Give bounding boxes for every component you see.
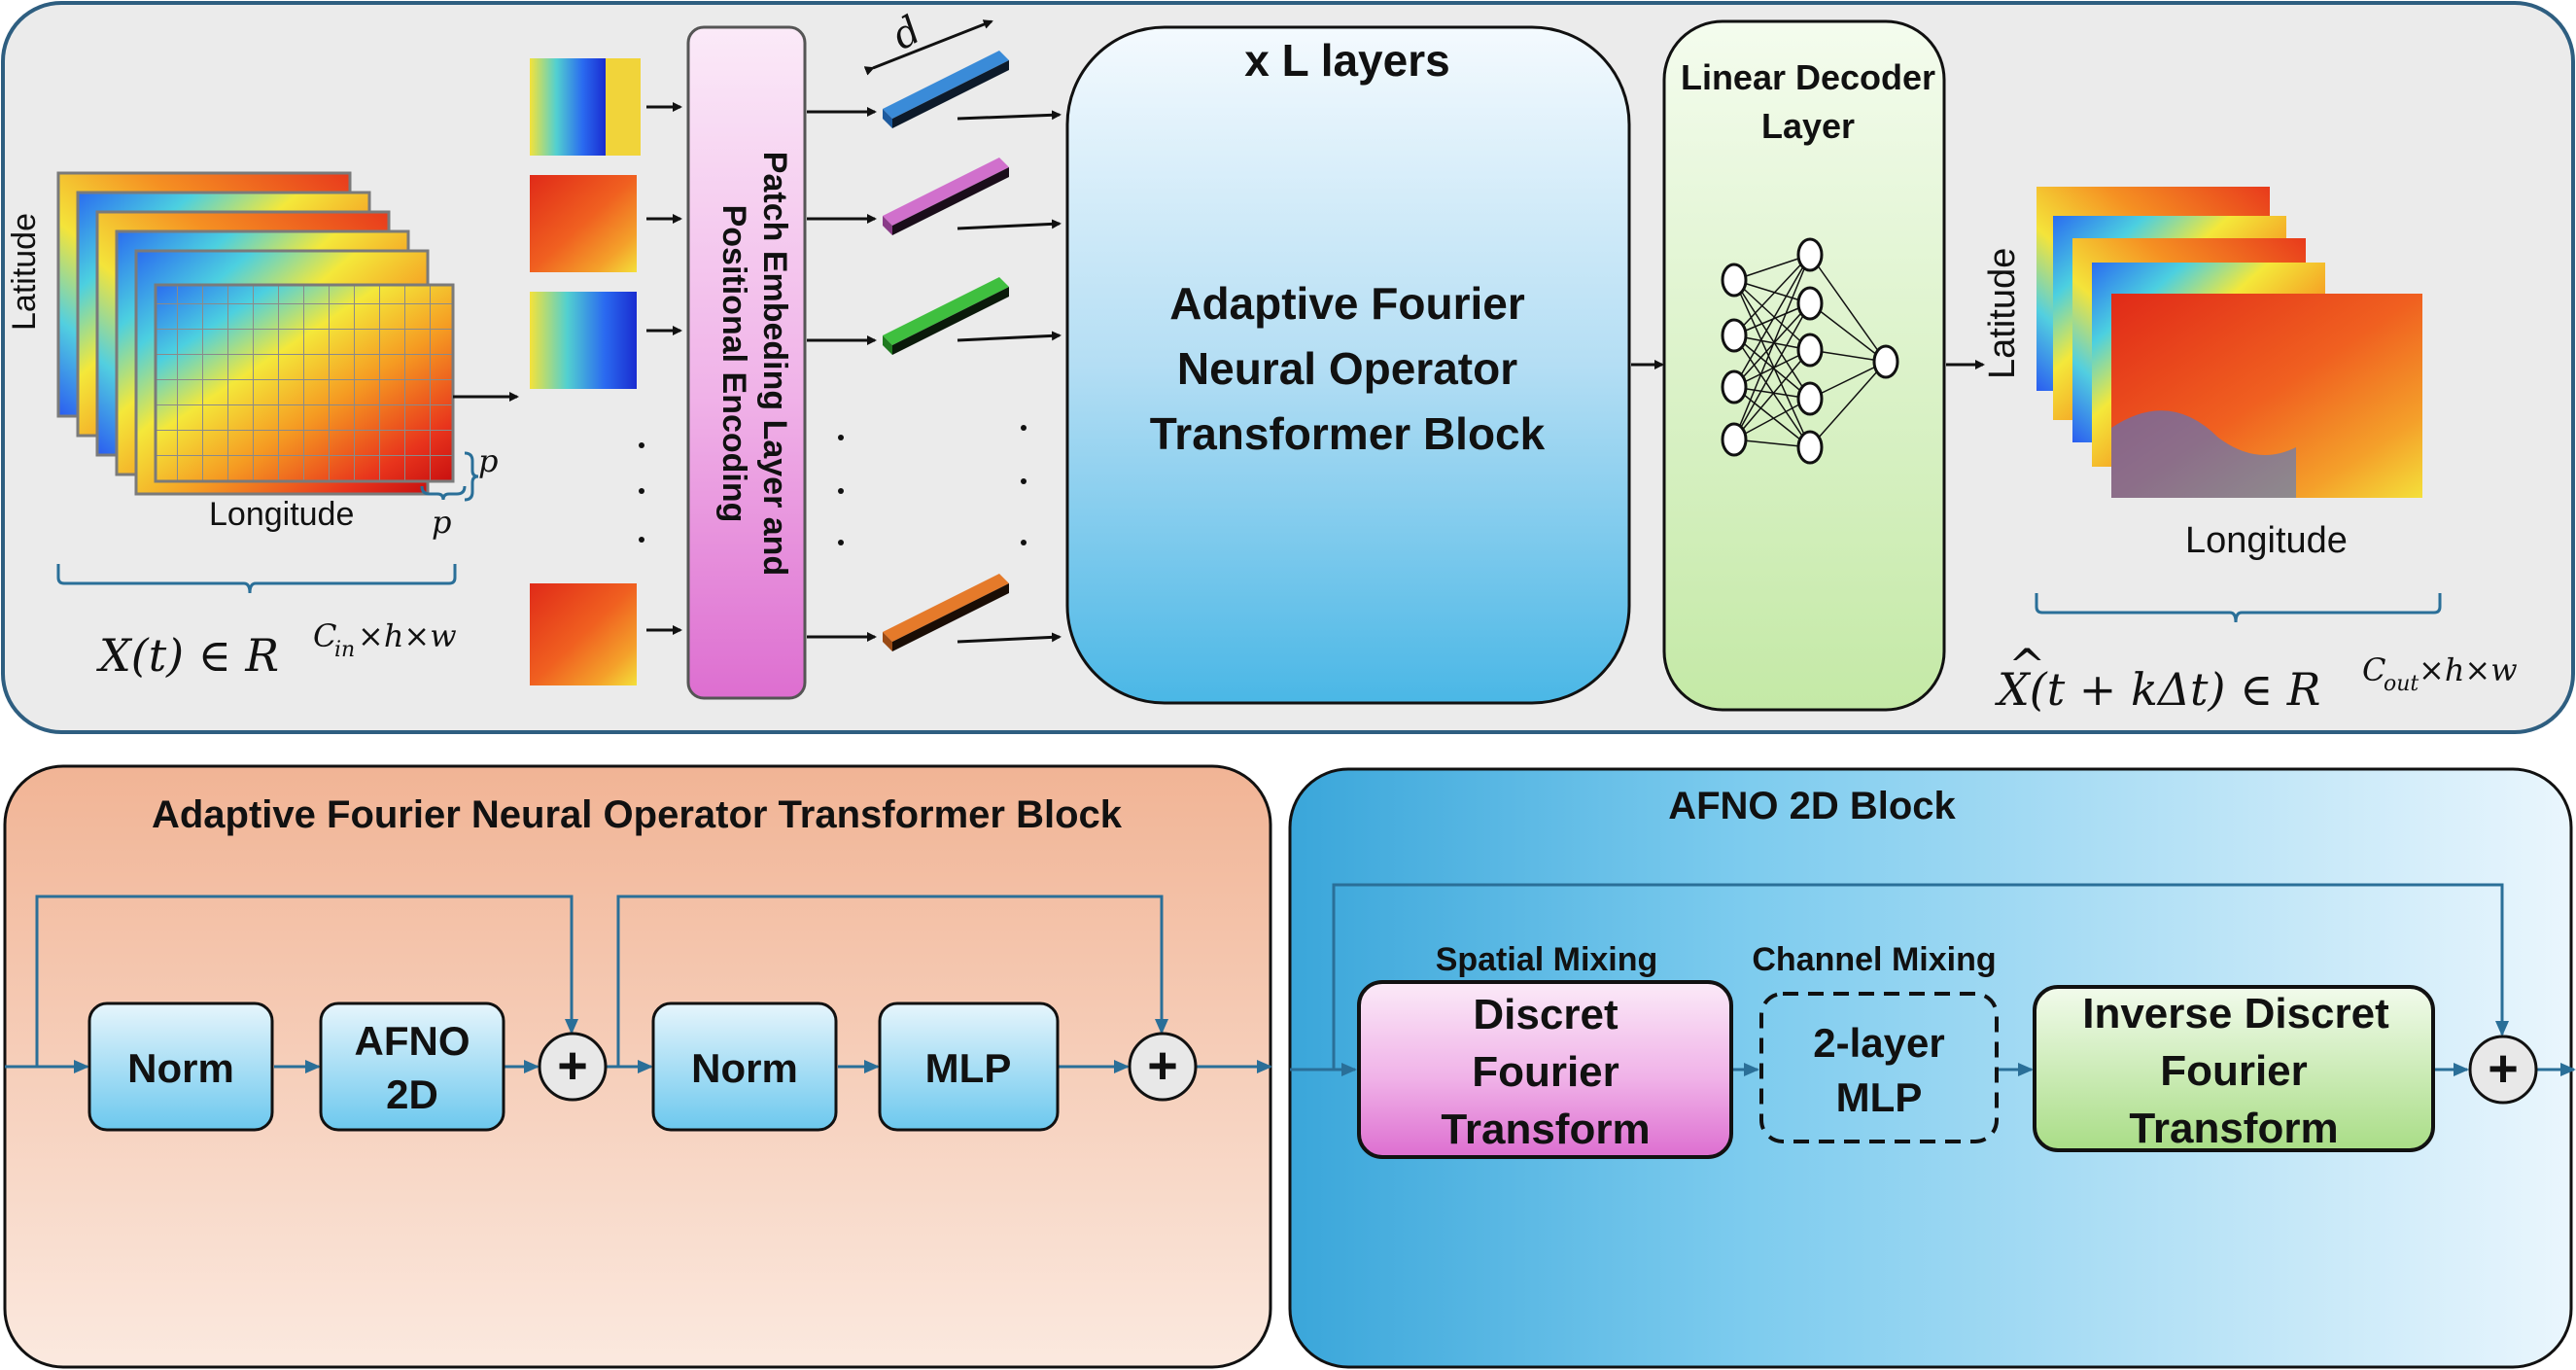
transformer-block-title: Adaptive Fourier Neural Operator Transfo… xyxy=(152,793,1123,836)
dft-line2: Fourier xyxy=(1472,1048,1619,1096)
patch-tile-1 xyxy=(530,58,641,156)
two-layer-mlp-box xyxy=(1759,992,1999,1143)
afno-transformer-stack xyxy=(1065,25,1631,705)
token-ellipsis-2 xyxy=(1021,425,1027,545)
token-bar-green xyxy=(883,277,1009,355)
tb-mlp-label: MLP xyxy=(925,1045,1012,1091)
token-to-afno-arrow-3 xyxy=(957,331,1062,342)
dft-line3: Transform xyxy=(1441,1106,1650,1153)
patch-width-label: p xyxy=(432,504,451,541)
input-field-stack xyxy=(56,171,455,496)
output-formula-lhs: X(t + kΔt) ∈ R xyxy=(1995,663,2320,716)
afno2d-plus-label: + xyxy=(2488,1039,2519,1098)
output-longitude-label: Longitude xyxy=(2185,520,2348,561)
output-formula-sup-rest: ×h×w xyxy=(2419,651,2518,688)
patch-tile-4 xyxy=(530,583,637,685)
patch-tile-3 xyxy=(530,292,637,389)
dft-box xyxy=(1357,980,1733,1159)
layers-label: x L layers xyxy=(1244,35,1449,86)
embedding-dim-arrow xyxy=(863,19,993,76)
tb-norm1-label: Norm xyxy=(127,1045,234,1091)
tb-plus2-label: + xyxy=(1147,1036,1178,1095)
spatial-mixing-label: Spatial Mixing xyxy=(1436,941,1658,978)
input-formula-sup-rest: ×h×w xyxy=(358,617,457,654)
patch-embedding-layer xyxy=(686,25,807,700)
input-latitude-label: Latitude xyxy=(6,213,43,331)
afno-block-line2: Neural Operator xyxy=(1177,343,1517,394)
input-formula: X(t) ∈ R C in ×h×w xyxy=(96,617,457,682)
idft-line2: Fourier xyxy=(2160,1047,2308,1095)
output-formula: ^ X(t + kΔt) ∈ R C out ×h×w xyxy=(1995,639,2518,716)
afno2d-plus xyxy=(2468,1035,2538,1105)
patch-height-bracket xyxy=(464,451,479,502)
token-bar-orange xyxy=(883,574,1009,651)
mlp-line2: MLP xyxy=(1836,1074,1923,1120)
token-to-afno-arrow-2 xyxy=(957,219,1062,230)
channel-mixing-label: Channel Mixing xyxy=(1752,941,1996,978)
tb-mlp-box xyxy=(878,1001,1060,1132)
tb-plus1 xyxy=(538,1032,608,1102)
token-bar-magenta xyxy=(883,158,1009,235)
patch-ellipsis xyxy=(639,442,644,543)
token-to-afno-arrow-4 xyxy=(957,632,1062,644)
output-formula-hat: ^ xyxy=(2008,639,2046,691)
output-formula-sup-sub: out xyxy=(2384,672,2419,696)
idft-box xyxy=(2033,985,2435,1152)
idft-line3: Transform xyxy=(2129,1105,2338,1152)
patch-embedding-label-1: Patch Embeding Layer and xyxy=(756,152,793,576)
tb-skip-1 xyxy=(35,895,578,1067)
linear-decoder-layer xyxy=(1662,19,1946,712)
dft-line1: Discret xyxy=(1473,991,1619,1038)
afno-block-line3: Transformer Block xyxy=(1150,408,1546,459)
patch-embedding-label-2: Positional Encoding xyxy=(715,205,752,523)
tb-afno2d-box xyxy=(319,1001,505,1132)
decoder-line1: Linear Decoder xyxy=(1681,57,1935,97)
output-field-stack xyxy=(2036,187,2422,498)
patch-height-label: p xyxy=(478,442,498,479)
tb-norm2-box xyxy=(651,1001,838,1132)
input-formula-sup: C xyxy=(313,617,336,654)
afno2d-skip xyxy=(1332,883,2509,1070)
mlp-line1: 2-layer xyxy=(1813,1020,1944,1066)
output-formula-sup: C xyxy=(2362,651,2385,688)
tb-plus1-label: + xyxy=(557,1036,588,1095)
tb-afno2d-line1: AFNO xyxy=(355,1018,470,1064)
input-formula-lhs: X(t) ∈ R xyxy=(96,629,279,682)
afno2d-title: AFNO 2D Block xyxy=(1668,785,1956,827)
afno-block-line1: Adaptive Fourier xyxy=(1169,278,1525,329)
output-brace xyxy=(2035,593,2442,623)
idft-line1: Inverse Discret xyxy=(2082,990,2389,1037)
patch-width-bracket xyxy=(420,485,467,501)
tb-skip-2 xyxy=(616,895,1168,1067)
decoder-line2: Layer xyxy=(1761,106,1855,146)
tb-plus2 xyxy=(1128,1032,1198,1102)
tb-afno2d-line2: 2D xyxy=(386,1071,438,1117)
tb-norm1-box xyxy=(87,1001,274,1132)
neural-network-icon xyxy=(1721,237,1899,465)
tb-norm2-label: Norm xyxy=(691,1045,798,1091)
input-brace xyxy=(56,564,457,594)
patch-tile-2 xyxy=(530,175,637,272)
token-ellipsis-1 xyxy=(838,435,844,545)
token-to-afno-arrow-1 xyxy=(957,110,1062,121)
input-longitude-label: Longitude xyxy=(209,496,354,533)
input-formula-sup-sub: in xyxy=(334,638,355,662)
output-latitude-label: Latitude xyxy=(1982,248,2023,379)
